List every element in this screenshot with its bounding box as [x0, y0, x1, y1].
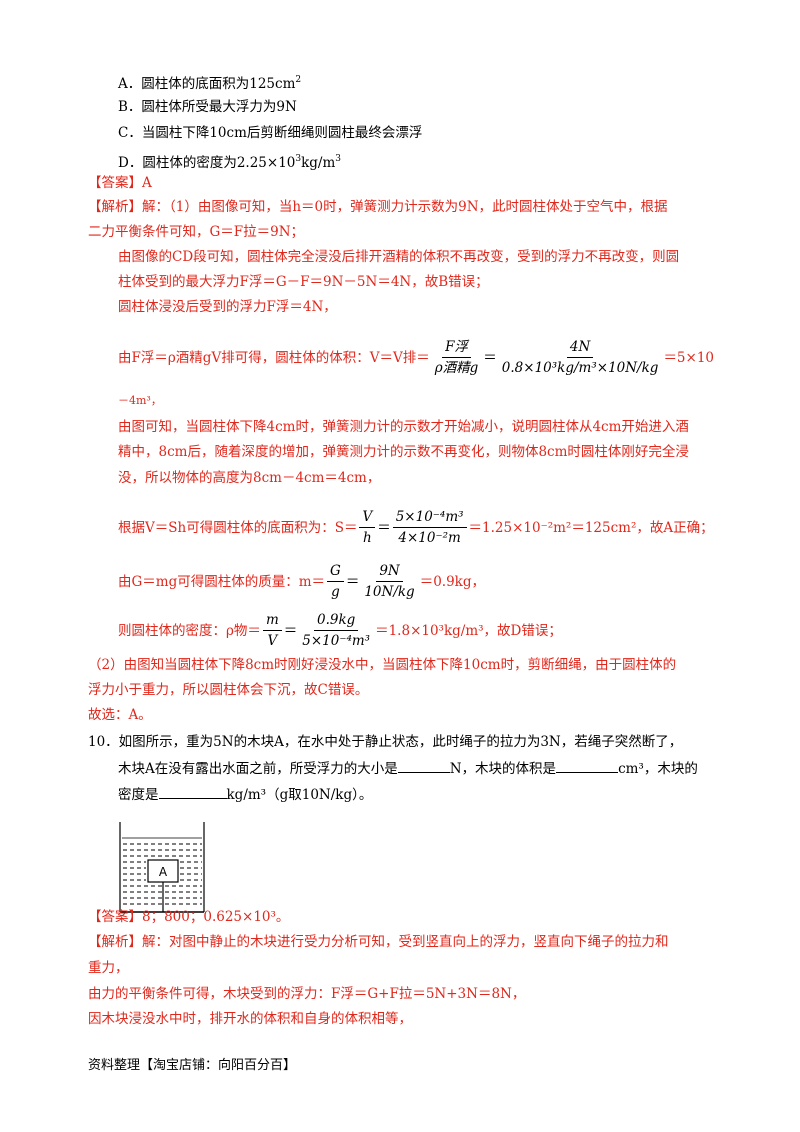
fraction-buoyancy-over-rho-g: F浮 ρ酒精g: [432, 338, 482, 377]
block-label: A: [159, 865, 168, 879]
analysis-line-1: 【解析】解：（1）由图像可知，当h＝0时，弹簧测力计示数为9N，此时圆柱体处于空…: [88, 198, 668, 216]
question-10-line-3: 密度是 kg/m³（g取10N/kg）。: [118, 786, 372, 804]
q10-l3b: kg/m³（g取10N/kg）。: [226, 787, 373, 803]
fraction-g-over-g: G g: [327, 562, 344, 601]
fraction-v-over-h: V h: [359, 508, 376, 547]
fraction-volume-calc: 4N 0.8×10³kg/m³×10N/kg: [499, 338, 662, 377]
analysis-line-6-pre: 由F浮＝ρ酒精gV排可得，圆柱体的体积：V＝V排＝: [118, 349, 430, 366]
answer2-line: 【答案】8；800；0.625×10³。: [88, 908, 289, 926]
analysis-line-12-post: ＝0.9kg，: [419, 573, 485, 590]
blank-density[interactable]: [158, 786, 227, 799]
fraction-area-calc: 5×10⁻⁴m³ 4×10⁻²m: [392, 508, 467, 547]
frac8-num: 0.9kg: [314, 611, 359, 631]
option-d: D．圆柱体的密度为2.25×103kg/m3: [118, 150, 341, 172]
option-a-sup: 2: [295, 75, 302, 85]
q10-l2b: N，木块的体积是: [449, 761, 557, 777]
analysis-line-11-post: ＝1.25×10⁻²m²＝125cm²，故A正确；: [468, 519, 714, 536]
analysis-line-6-post: ＝5×10: [663, 349, 715, 366]
question-10-line-2: 木块A在没有露出水面之前，所受浮力的大小是 N，木块的体积是 cm³，木块的: [118, 760, 698, 778]
frac3-den: h: [362, 530, 372, 546]
analysis-line-15: 浮力小于重力，所以圆柱体会下沉，故C错误。: [88, 682, 369, 698]
analysis2-line-2: 重力，: [88, 960, 129, 976]
option-a-text: A．圆柱体的底面积为125cm: [118, 76, 296, 92]
q10-l3a: 密度是: [118, 787, 159, 803]
frac1-den: ρ酒精g: [434, 360, 479, 376]
fraction-mass-calc: 9N 10N/kg: [361, 562, 417, 601]
q10-l2c: cm³，木块的: [618, 761, 698, 777]
analysis-line-3: 由图像的CD段可知，圆柱体完全浸没后排开酒精的体积不再改变，受到的浮力不再改变，…: [118, 249, 680, 265]
frac3-num: V: [359, 508, 376, 528]
analysis-line-13: 则圆柱体的密度：ρ物＝ m V ＝ 0.9kg 5×10⁻⁴m³ ＝1.8×10…: [118, 611, 562, 650]
analysis-line-13-post: ＝1.8×10³kg/m³，故D错误；: [375, 622, 562, 639]
frac5-den: g: [331, 584, 340, 600]
analysis-line-12-pre: 由G＝mg可得圆柱体的质量：m＝: [118, 573, 326, 590]
frac5-num: G: [327, 562, 344, 582]
frac2-den: 0.8×10³kg/m³×10N/kg: [501, 360, 659, 376]
frac2-num: 4N: [566, 338, 594, 358]
answer2-label: 【答案】: [88, 909, 142, 925]
tank-figure: A: [118, 822, 206, 914]
analysis-line-12: 由G＝mg可得圆柱体的质量：m＝ G g ＝ 9N 10N/kg ＝0.9kg，: [118, 562, 485, 601]
analysis-line-9: 精中，8cm后，随着深度的增加，弹簧测力计的示数不再变化，则物体8cm时圆柱体刚…: [118, 444, 689, 460]
fraction-density-calc: 0.9kg 5×10⁻⁴m³: [299, 611, 373, 650]
analysis-line-2: 二力平衡条件可知，G＝F拉＝9N；: [88, 224, 305, 240]
answer2-value: 8；800；0.625×10³。: [142, 909, 290, 925]
option-a: A．圆柱体的底面积为125cm2: [118, 71, 301, 93]
option-d-sup2: 3: [335, 154, 342, 164]
analysis2-label: 【解析】: [88, 934, 142, 950]
frac7-den: V: [267, 633, 278, 649]
option-d-sup: 3: [295, 154, 302, 164]
frac7-num: m: [262, 611, 282, 631]
fraction-m-over-v: m V: [262, 611, 282, 650]
analysis-line-5: 圆柱体浸没后受到的浮力F浮＝4N，: [118, 299, 337, 315]
analysis-line-4: 柱体受到的最大浮力F浮＝G－F＝9N－5N＝4N，故B错误；: [118, 274, 489, 290]
analysis2-text-1: 解：对图中静止的木块进行受力分析可知，受到竖直向上的浮力，竖直向下绳子的拉力和: [142, 934, 669, 950]
analysis-line-7: －4m³，: [118, 394, 162, 407]
frac6-den: 10N/kg: [364, 584, 415, 600]
frac4-den: 4×10⁻²m: [398, 530, 461, 546]
analysis-line-8: 由图可知，当圆柱体下降4cm时，弹簧测力计的示数才开始减小，说明圆柱体从4cm开…: [118, 419, 689, 435]
blank-volume[interactable]: [556, 760, 619, 773]
q10-l2a: 木块A在没有露出水面之前，所受浮力的大小是: [118, 761, 398, 777]
tank-diagram: A: [119, 822, 205, 913]
analysis-line-16: 故选：A。: [88, 707, 152, 723]
analysis-line-10: 没，所以物体的高度为8cm－4cm＝4cm，: [118, 470, 381, 486]
analysis-line-14: （2）由图知当圆柱体下降8cm时刚好浸没水中，当圆柱体下降10cm时，剪断细绳，…: [88, 657, 677, 673]
frac6-num: 9N: [376, 562, 403, 582]
option-d-mid: kg/m: [301, 155, 336, 171]
answer-value: A: [142, 175, 152, 191]
analysis-line-6: 由F浮＝ρ酒精gV排可得，圆柱体的体积：V＝V排＝ F浮 ρ酒精g ＝ 4N 0…: [118, 338, 715, 377]
option-d-pre: D．圆柱体的密度为2.25×10: [118, 155, 296, 171]
frac1-num: F浮: [442, 338, 471, 358]
frac4-num: 5×10⁻⁴m³: [392, 508, 467, 528]
analysis-text-1: 解：（1）由图像可知，当h＝0时，弹簧测力计示数为9N，此时圆柱体处于空气中，根…: [142, 199, 668, 215]
analysis2-line-4: 因木块浸没水中时，排开水的体积和自身的体积相等，: [88, 1011, 412, 1027]
question-10-line-1: 10．如图所示，重为5N的木块A，在水中处于静止状态，此时绳子的拉力为3N，若绳…: [88, 734, 683, 750]
frac8-den: 5×10⁻⁴m³: [302, 633, 371, 649]
answer-label: 【答案】: [88, 175, 142, 191]
option-b: B．圆柱体所受最大浮力为9N: [118, 99, 297, 115]
analysis-line-11-pre: 根据V＝Sh可得圆柱体的底面积为：S＝: [118, 519, 358, 536]
analysis-line-11: 根据V＝Sh可得圆柱体的底面积为：S＝ V h ＝ 5×10⁻⁴m³ 4×10⁻…: [118, 508, 714, 547]
analysis2-line-3: 由力的平衡条件可得，木块受到的浮力：F浮＝G+F拉＝5N+3N＝8N，: [88, 986, 526, 1002]
footer-source: 资料整理【淘宝店铺：向阳百分百】: [88, 1058, 297, 1073]
analysis2-line-1: 【解析】解：对图中静止的木块进行受力分析可知，受到竖直向上的浮力，竖直向下绳子的…: [88, 933, 669, 951]
blank-buoyancy[interactable]: [397, 760, 450, 773]
analysis-label: 【解析】: [88, 199, 142, 215]
analysis-line-13-pre: 则圆柱体的密度：ρ物＝: [118, 622, 261, 639]
option-c: C．当圆柱下降10cm后剪断细绳则圆柱最终会漂浮: [118, 125, 423, 141]
answer-line: 【答案】A: [88, 174, 152, 192]
